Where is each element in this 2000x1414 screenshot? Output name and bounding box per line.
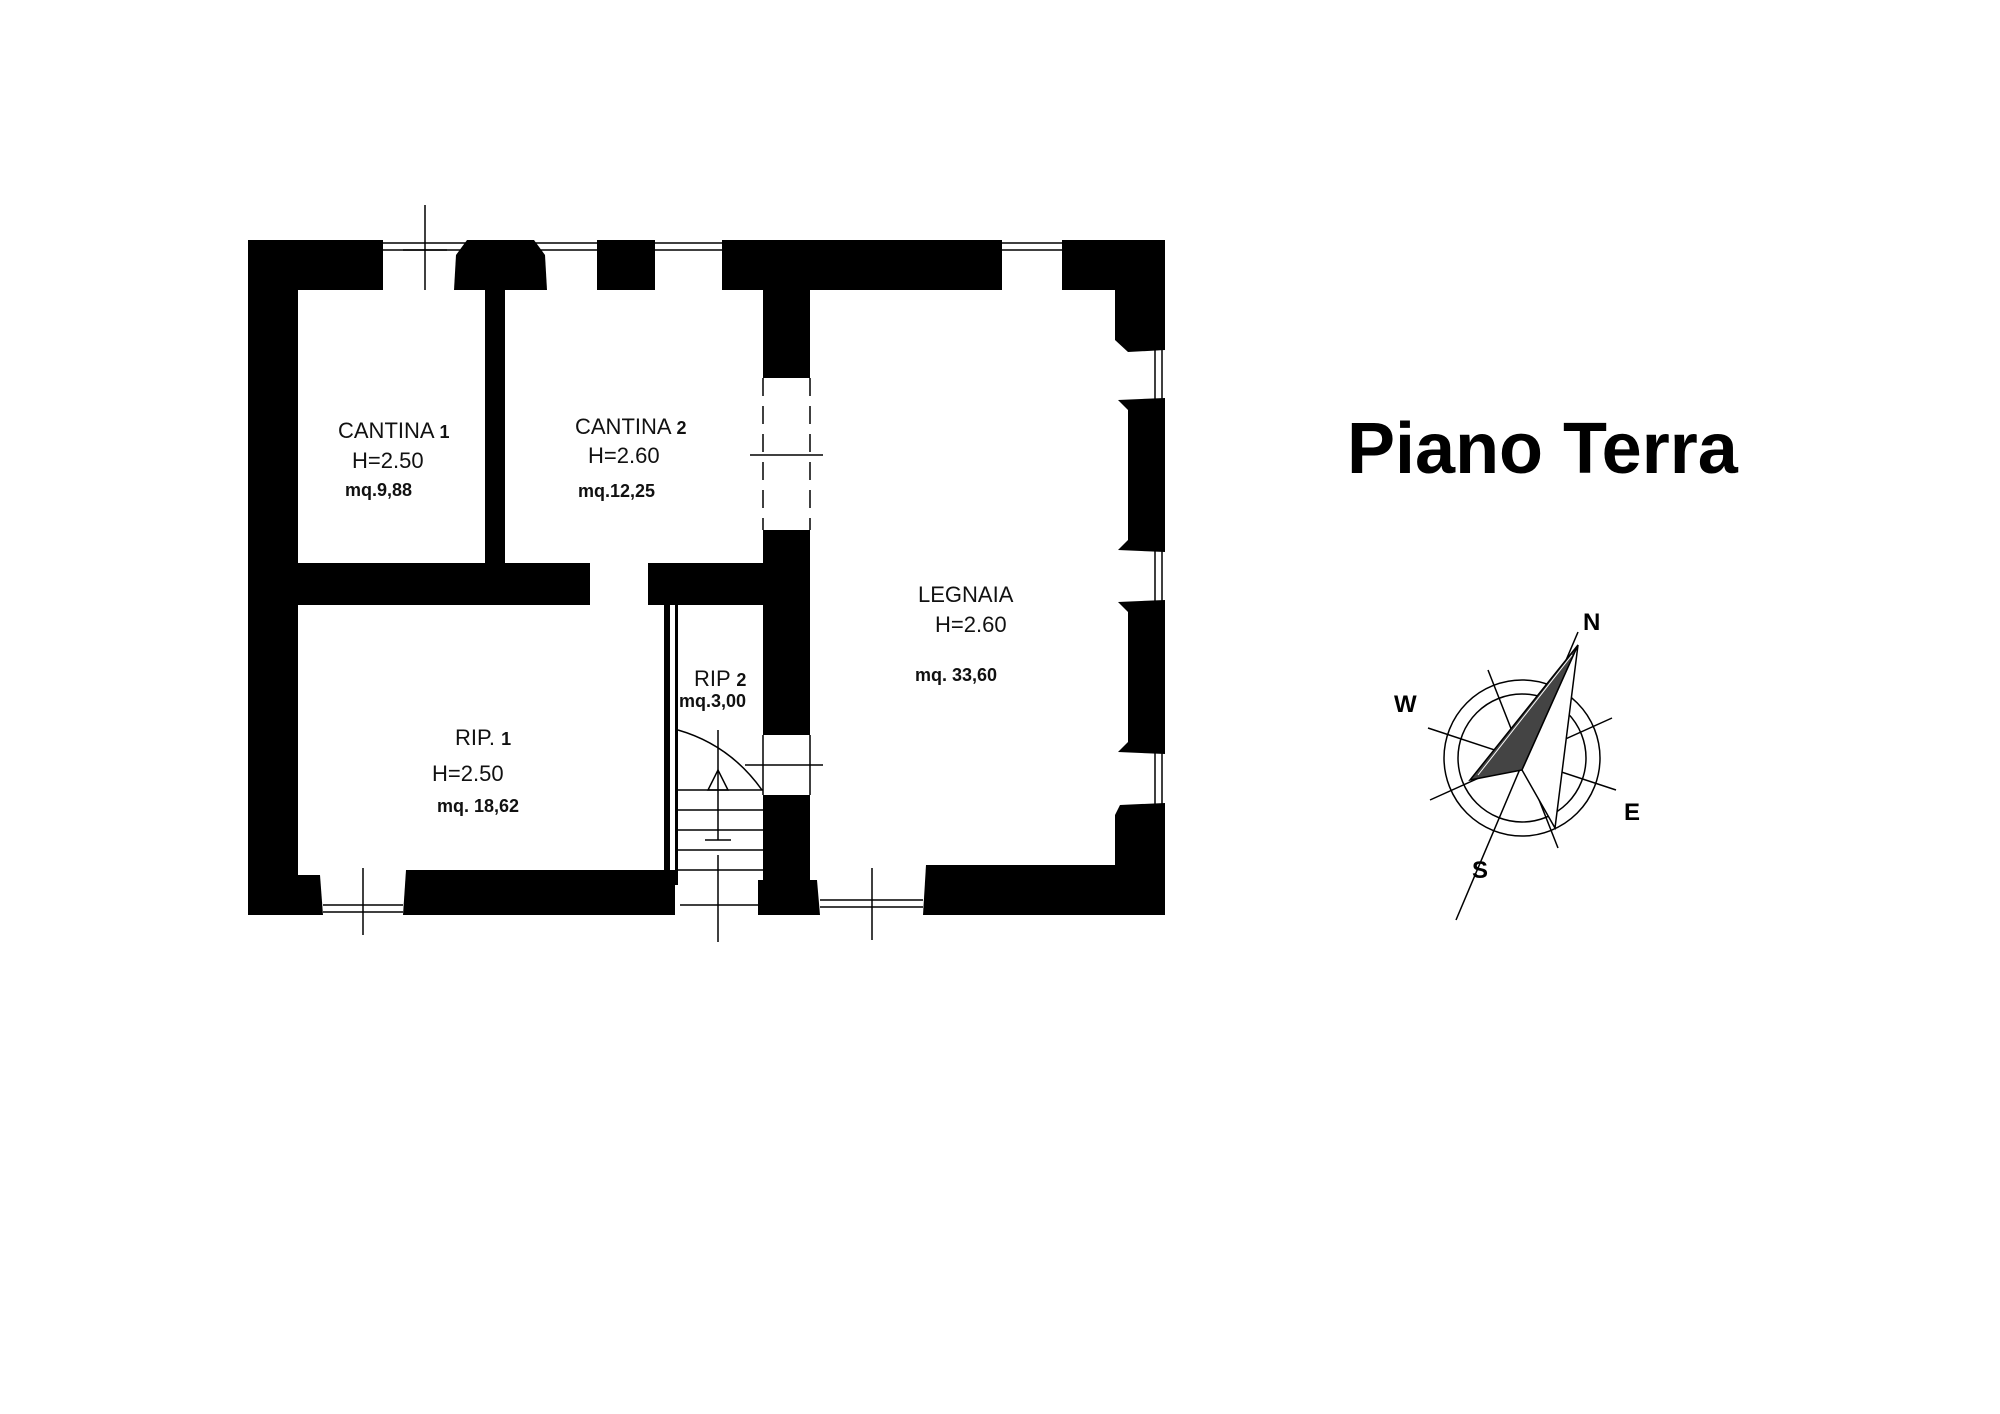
compass-w-label: W bbox=[1394, 691, 1417, 718]
wall-partition-cantine bbox=[485, 290, 505, 565]
room-area: mq. 18,62 bbox=[437, 796, 519, 816]
wall-right-2 bbox=[1128, 410, 1165, 540]
wall-top-2 bbox=[467, 240, 534, 290]
wall-legnaia-3 bbox=[763, 795, 810, 915]
splay bbox=[313, 875, 323, 915]
room-rip-2: RIP 2 mq.3,00 bbox=[679, 666, 746, 711]
splay bbox=[403, 870, 413, 915]
svg-text:CANTINA 2: CANTINA 2 bbox=[575, 414, 687, 439]
wall-partition-horizontal-2 bbox=[648, 563, 765, 605]
wall-legnaia-1 bbox=[763, 290, 810, 378]
openings bbox=[323, 205, 1163, 942]
splay bbox=[810, 880, 820, 915]
room-height: H=2.60 bbox=[588, 443, 660, 468]
stairs bbox=[677, 729, 763, 871]
room-area: mq. 33,60 bbox=[915, 665, 997, 685]
wall-partition-horizontal-1 bbox=[298, 563, 590, 605]
wall-right-1 bbox=[1115, 240, 1165, 340]
room-legnaia: LEGNAIA H=2.60 mq. 33,60 bbox=[915, 582, 1014, 685]
wall-right-3 bbox=[1128, 612, 1165, 742]
room-name: RIP. bbox=[455, 725, 495, 750]
splay bbox=[722, 240, 735, 290]
splay bbox=[1118, 540, 1165, 552]
splay bbox=[534, 240, 547, 290]
wall-top-1 bbox=[248, 240, 383, 290]
wall-legnaia-2 bbox=[763, 530, 810, 735]
svg-text:RIP 2: RIP 2 bbox=[694, 666, 746, 691]
room-number: 2 bbox=[676, 418, 686, 438]
room-height: H=2.60 bbox=[935, 612, 1007, 637]
room-number: 2 bbox=[736, 670, 746, 690]
compass-e-label: E bbox=[1624, 799, 1640, 826]
splay bbox=[923, 865, 933, 915]
wall-bottom-4 bbox=[933, 865, 1165, 915]
room-name: LEGNAIA bbox=[918, 582, 1014, 607]
room-height: H=2.50 bbox=[432, 761, 504, 786]
splay bbox=[1118, 742, 1165, 754]
room-name: CANTINA bbox=[338, 418, 435, 443]
room-cantina-1: CANTINA 1 H=2.50 mq.9,88 bbox=[338, 418, 450, 500]
splay bbox=[1115, 340, 1165, 352]
svg-text:CANTINA 1: CANTINA 1 bbox=[338, 418, 450, 443]
splay bbox=[597, 240, 610, 290]
room-number: 1 bbox=[501, 729, 511, 749]
compass-s-label: S bbox=[1472, 857, 1488, 884]
splay bbox=[370, 240, 383, 290]
splay bbox=[989, 240, 1002, 290]
splay bbox=[454, 240, 467, 290]
room-rip-1: RIP. 1 H=2.50 mq. 18,62 bbox=[432, 725, 519, 816]
wall-left bbox=[248, 240, 298, 915]
wall-partition-rip-thin bbox=[675, 605, 678, 885]
room-name: CANTINA bbox=[575, 414, 672, 439]
room-cantina-2: CANTINA 2 H=2.60 mq.12,25 bbox=[575, 414, 687, 501]
room-name: RIP bbox=[694, 666, 730, 691]
room-height: H=2.50 bbox=[352, 448, 424, 473]
wall-bottom-1 bbox=[248, 875, 313, 915]
wall-top-4 bbox=[722, 240, 1002, 290]
wall-bottom-2 bbox=[413, 870, 675, 915]
room-area: mq.3,00 bbox=[679, 691, 746, 711]
room-number: 1 bbox=[439, 422, 449, 442]
walls bbox=[248, 240, 1165, 915]
splay bbox=[1115, 803, 1165, 815]
splay bbox=[1118, 600, 1165, 612]
wall-partition-rip bbox=[664, 605, 670, 875]
page-title: Piano Terra bbox=[1347, 409, 1739, 489]
splay bbox=[1062, 240, 1075, 290]
splay bbox=[642, 240, 655, 290]
compass-rose-icon bbox=[1427, 631, 1617, 921]
room-area: mq.9,88 bbox=[345, 480, 412, 500]
svg-text:RIP. 1: RIP. 1 bbox=[455, 725, 511, 750]
room-area: mq.12,25 bbox=[578, 481, 655, 501]
compass-n-label: N bbox=[1583, 609, 1600, 636]
splay bbox=[1118, 398, 1165, 410]
